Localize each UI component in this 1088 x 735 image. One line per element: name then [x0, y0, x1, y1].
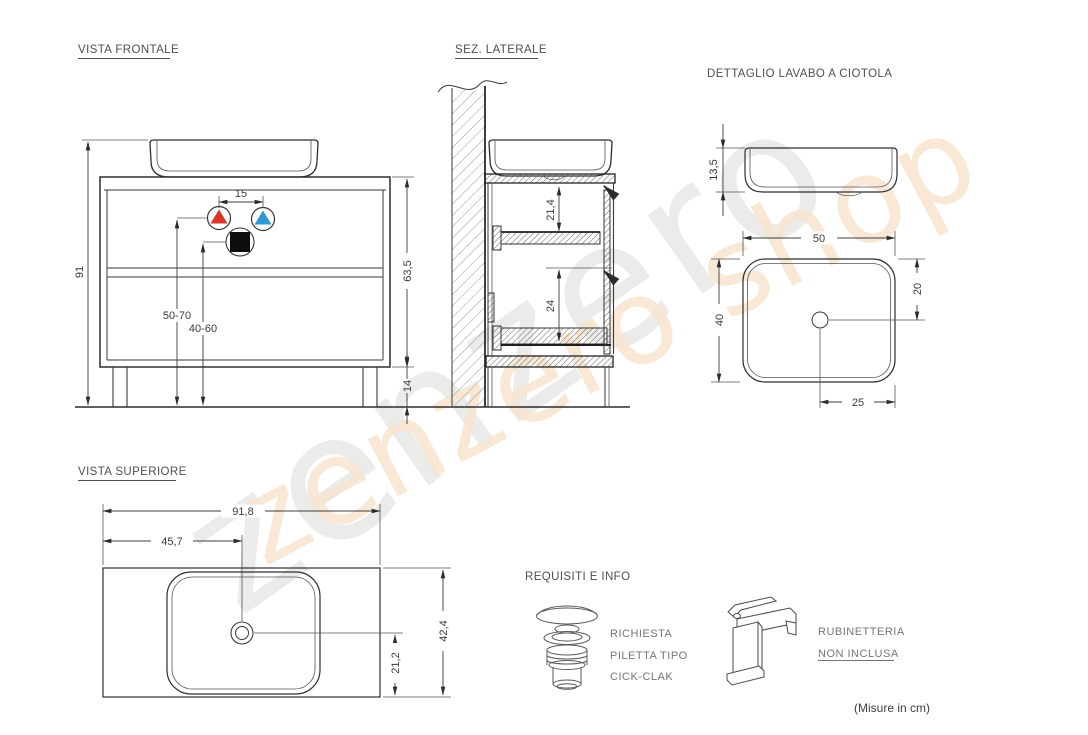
lower-shelf — [500, 327, 608, 345]
lower-shelf-bracket — [492, 325, 502, 351]
popup-waste-icon — [536, 605, 598, 690]
dim-drain-from-back: 20 — [912, 283, 924, 295]
front-left-leg — [112, 366, 128, 408]
front-cabinet-outline — [99, 176, 391, 368]
upper-shelf — [500, 231, 601, 245]
top-view-title: VISTA SUPERIORE — [78, 466, 187, 478]
basin-detail-view: DETTAGLIO LAVABO A CIOTOLA 13,5 50 — [707, 68, 925, 409]
dim-drain-from-front: 21,2 — [390, 652, 402, 673]
top-view: VISTA SUPERIORE 91,8 45,7 4 — [78, 466, 451, 698]
dim-drain-from-left: 45,7 — [161, 536, 182, 548]
dim-leg-height: 14 — [402, 380, 414, 392]
dim-cabinet-height: 63,5 — [402, 260, 414, 281]
front-view: VISTA FRONTALE — [74, 44, 414, 424]
basin-profile-outline — [744, 147, 898, 193]
side-countertop — [484, 173, 616, 184]
side-section-view: SEZ. LATERALE — [437, 44, 620, 407]
dim-upper-clearance: 21,4 — [545, 199, 557, 220]
dim-basin-height: 13,5 — [708, 159, 720, 180]
dim-top-total-depth: 42,4 — [438, 620, 450, 641]
dim-drain-from-side: 25 — [852, 397, 864, 409]
info-title: REQUISITI E INFO — [525, 571, 630, 583]
front-basin-inner-line — [156, 140, 312, 172]
drain-point-icon — [225, 227, 255, 257]
basin-plan-outline — [742, 258, 896, 383]
front-basin-outline — [149, 139, 319, 178]
basin-detail-title: DETTAGLIO LAVABO A CIOTOLA — [707, 68, 892, 80]
wall-hatch — [452, 90, 485, 407]
top-countertop-outline — [102, 567, 381, 698]
wall-rail — [487, 292, 495, 323]
front-view-title: VISTA FRONTALE — [78, 44, 179, 56]
wall-break-line — [437, 80, 508, 93]
dim-basin-depth: 40 — [714, 314, 726, 326]
cabinet-bottom-panel — [485, 355, 614, 368]
upper-shelf-bracket — [492, 225, 502, 251]
door-opening-arrow-top — [603, 185, 620, 201]
door-opening-arrow-bottom — [603, 270, 620, 286]
hot-water-icon — [206, 205, 232, 231]
faucet-note-line1: RUBINETTERIA — [818, 626, 905, 638]
drain-note-line2: PILETTA TIPO — [610, 650, 688, 662]
basin-drain-hole — [811, 311, 829, 329]
dim-basin-width: 50 — [813, 233, 825, 245]
side-basin-outline — [488, 139, 613, 177]
units-note: (Misure in cm) — [854, 701, 930, 715]
dim-total-height: 91 — [74, 266, 86, 278]
dim-supply-height: 50-70 — [163, 310, 191, 322]
info-section: REQUISITI E INFO RICHIESTA PILE — [525, 571, 930, 715]
front-right-leg — [362, 366, 378, 408]
faucet-note-line2: NON INCLUSA — [818, 648, 899, 660]
basin-profile-drain-bump — [835, 191, 863, 197]
dim-drain-height: 40-60 — [189, 323, 217, 335]
faucet-icon — [726, 596, 797, 686]
cold-water-icon — [250, 206, 276, 232]
dim-top-total-width: 91,8 — [232, 506, 253, 518]
side-section-title: SEZ. LATERALE — [455, 44, 547, 56]
drain-note-line3: CICK-CLAK — [610, 671, 673, 683]
top-drain-outer — [230, 621, 254, 645]
top-drain-inner — [235, 626, 249, 640]
dim-tap-spacing: 15 — [235, 188, 247, 200]
drain-note-line1: RICHIESTA — [610, 628, 673, 640]
dim-lower-clearance: 24 — [545, 300, 557, 312]
